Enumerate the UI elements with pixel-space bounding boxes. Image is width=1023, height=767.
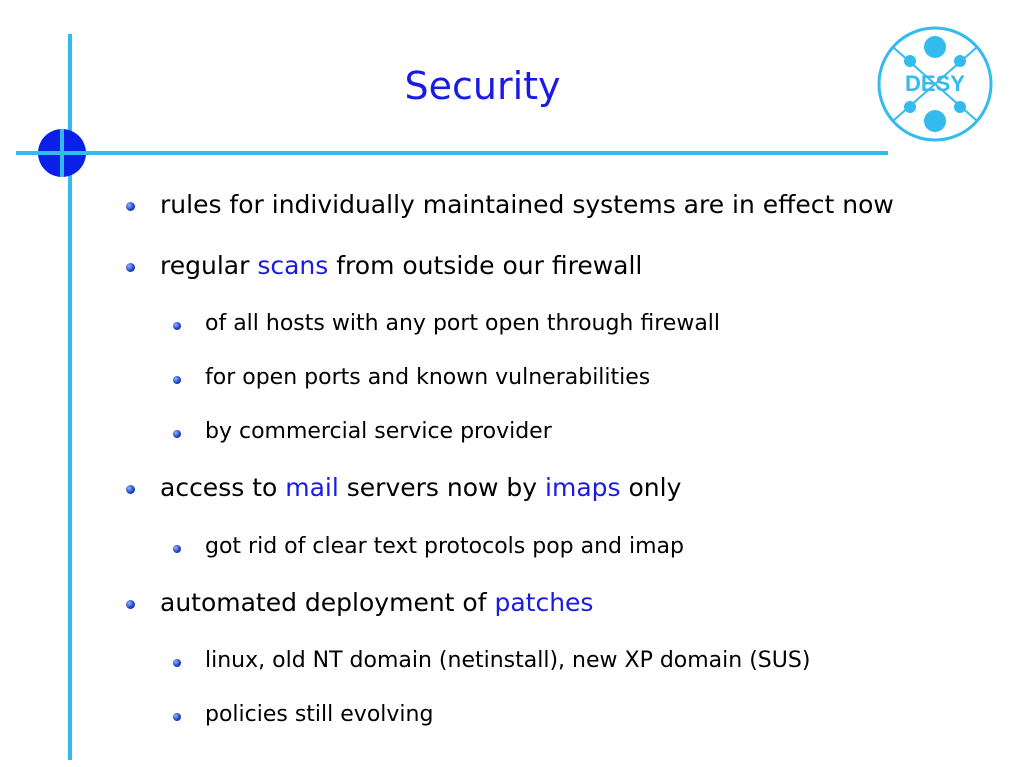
bullet-text: automated deployment of (160, 588, 495, 617)
link-scans[interactable]: scans (257, 251, 329, 280)
corner-cross-horizontal (38, 151, 86, 155)
bullet-dot-icon (173, 659, 181, 667)
bullet-dot-icon (173, 713, 181, 721)
link-imaps[interactable]: imaps (545, 473, 621, 502)
bullet-dot-icon (173, 376, 181, 384)
bullet-text: policies still evolving (205, 702, 434, 727)
bullet-dot-icon (126, 600, 135, 609)
bullet-item: automated deployment of patches (126, 588, 594, 617)
bullet-dot-icon (126, 202, 135, 211)
bullet-text: from outside our firewall (328, 251, 643, 280)
bullet-text: for open ports and known vulnerabilities (205, 365, 651, 390)
bullet-dot-icon (126, 263, 135, 272)
bullet-item: access to mail servers now by imaps only (126, 473, 682, 502)
link-patches[interactable]: patches (494, 588, 594, 617)
sub-bullet-item: of all hosts with any port open through … (173, 311, 721, 336)
bullet-item: regular scans from outside our firewall (126, 251, 643, 280)
bullet-text: got rid of clear text protocols pop and … (205, 534, 684, 559)
desy-logo: DESY (877, 26, 993, 142)
sub-bullet-item: got rid of clear text protocols pop and … (173, 534, 684, 559)
sub-bullet-item: by commercial service provider (173, 419, 552, 444)
bullet-text: of all hosts with any port open through … (205, 311, 721, 336)
bullet-item: rules for individually maintained system… (126, 190, 894, 219)
horizontal-rule (16, 151, 888, 155)
link-mail[interactable]: mail (285, 473, 339, 502)
bullet-text: servers now by (338, 473, 546, 502)
vertical-rule (68, 34, 72, 760)
bullet-text: regular (160, 251, 258, 280)
slide-title: Security (404, 64, 561, 108)
bullet-text: only (620, 473, 682, 502)
sub-bullet-item: policies still evolving (173, 702, 434, 727)
logo-text: DESY (905, 71, 965, 96)
sub-bullet-item: for open ports and known vulnerabilities (173, 365, 651, 390)
bullet-dot-icon (173, 545, 181, 553)
bullet-text: by commercial service provider (205, 419, 552, 444)
bullet-text: rules for individually maintained system… (160, 190, 894, 219)
bullet-text: access to (160, 473, 286, 502)
bullet-text: linux, old NT domain (netinstall), new X… (205, 648, 811, 673)
sub-bullet-item: linux, old NT domain (netinstall), new X… (173, 648, 811, 673)
bullet-dot-icon (173, 430, 181, 438)
bullet-dot-icon (173, 322, 181, 330)
bullet-dot-icon (126, 485, 135, 494)
